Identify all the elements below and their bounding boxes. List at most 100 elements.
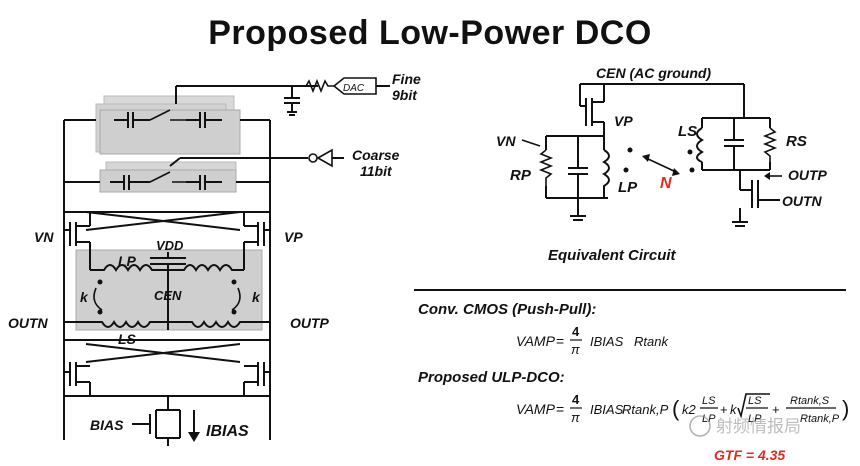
eq-lp-label: LP (618, 179, 638, 196)
coarse-bits-label: 11bit (360, 163, 393, 179)
coupling-arrow (645, 157, 677, 173)
coupling-dot-1 (627, 147, 633, 153)
ulp-vamp: VAMP (516, 401, 556, 417)
lp-label: LP (118, 253, 137, 269)
bias-transistor (132, 396, 181, 446)
ulp-k: k (730, 402, 738, 417)
turns-ratio-label: N (660, 175, 672, 192)
watermark: 射频情报局 (689, 415, 801, 437)
coarse-label: Coarse (352, 147, 400, 163)
conv-ibias: IBIAS (590, 334, 624, 349)
dac-label: DAC (343, 83, 365, 94)
eq-outp-label: OUTP (788, 167, 828, 183)
fine-label: Fine (392, 71, 421, 87)
fine-capacitors (114, 112, 222, 128)
ibias-label: IBIAS (206, 423, 249, 440)
coupling-arrow-left (93, 287, 103, 311)
conv-rtank: Rtank (634, 334, 669, 349)
conv-four: 4 (572, 324, 580, 339)
k-left-label: k (80, 289, 89, 305)
coarse-control-wire (169, 157, 300, 167)
ulp-lp-den: LP (702, 413, 716, 425)
fine-cap-bank-front (99, 109, 241, 155)
ulp-rtank-p: Rtank,P (622, 402, 669, 417)
outp-label: OUTP (290, 315, 330, 331)
vdd-label: VDD (156, 238, 184, 253)
pmos-right (243, 212, 270, 252)
dot-2 (231, 279, 237, 285)
conv-pi: π (571, 342, 580, 357)
dot-3 (97, 309, 103, 315)
outn-label: OUTN (8, 315, 49, 331)
ulp-equals: = (556, 401, 564, 417)
lp-inductor (602, 149, 610, 198)
coupling-arrow-right (231, 287, 241, 311)
eq-vp-label: VP (614, 113, 633, 129)
eq-vn-label: VN (496, 133, 516, 149)
cross-coupling-top (85, 211, 241, 231)
left-tank-wires (545, 135, 608, 216)
conv-cmos-heading: Conv. CMOS (Push-Pull): (418, 301, 596, 318)
rp-label: RP (510, 167, 532, 184)
ulp-ibias: IBIAS (590, 402, 624, 417)
plus-1: + (720, 402, 728, 417)
equations: Conv. CMOS (Push-Pull): VAMP = 4 π IBIAS… (418, 301, 849, 463)
k-right-label: k (252, 289, 261, 305)
coarse-switch (149, 171, 186, 183)
ls-inductor (696, 127, 704, 163)
ls-label: LS (118, 331, 137, 347)
dot-4 (231, 309, 237, 315)
cen-label: CEN (154, 288, 182, 303)
conv-equals: = (556, 333, 564, 349)
secondary-inductors (64, 320, 270, 328)
ulp-sqrt-lp: LP (748, 413, 762, 425)
pmos-left (64, 212, 91, 252)
dco-circuit (63, 77, 390, 446)
rp-resistor (538, 149, 554, 186)
coupling-arrowhead-1 (642, 154, 650, 162)
eq-outn-label: OUTN (782, 193, 823, 209)
coarse-buffer (316, 148, 333, 168)
equivalent-circuit (521, 83, 782, 227)
fine-switch (149, 109, 186, 121)
outn-transistor (732, 180, 780, 227)
coupling-dot-2 (623, 167, 629, 173)
cross-coupling-bottom (85, 343, 241, 363)
cen-ac-ground-label: CEN (AC ground) (596, 65, 711, 81)
vn-arrow (521, 139, 541, 147)
nmos-left (64, 362, 91, 396)
fine-resistor (305, 78, 334, 94)
rs-label: RS (786, 133, 807, 150)
coupling-arrowhead-2 (672, 168, 680, 176)
watermark-logo-icon (689, 415, 711, 437)
ulp-rtank-p-den: Rtank,P (800, 413, 840, 425)
fine-bits-label: 9bit (392, 87, 418, 103)
ulp-sqrt-ls: LS (748, 395, 762, 407)
vn-label: VN (34, 229, 54, 245)
plus-2: + (772, 402, 780, 417)
buffer-bubble (308, 153, 318, 163)
ulp-k2: k2 (682, 402, 697, 417)
page-title: Proposed Low-Power DCO (208, 14, 652, 52)
primary-inductors (89, 252, 245, 272)
ibias-arrow-head (188, 432, 200, 442)
dot-1 (97, 279, 103, 285)
coupling-dot-3 (687, 149, 693, 155)
fine-decap (284, 86, 300, 116)
ulp-four: 4 (572, 392, 580, 407)
eq-ls-label: LS (678, 123, 697, 140)
rail-wires (63, 120, 271, 440)
coarse-capacitors (110, 175, 222, 190)
fine-control-wire (175, 85, 318, 104)
right-tank-wires (701, 84, 771, 184)
sqrt-sign (737, 393, 770, 419)
bias-label: BIAS (90, 417, 124, 433)
gtf-value: GTF = 4.35 (714, 447, 785, 463)
coupling-dot-4 (689, 167, 695, 173)
cp-capacitor (568, 136, 588, 198)
conv-vamp: VAMP (516, 333, 556, 349)
ulp-pi: π (571, 410, 580, 425)
ground-left (570, 215, 586, 221)
open-paren: ( (672, 396, 680, 421)
